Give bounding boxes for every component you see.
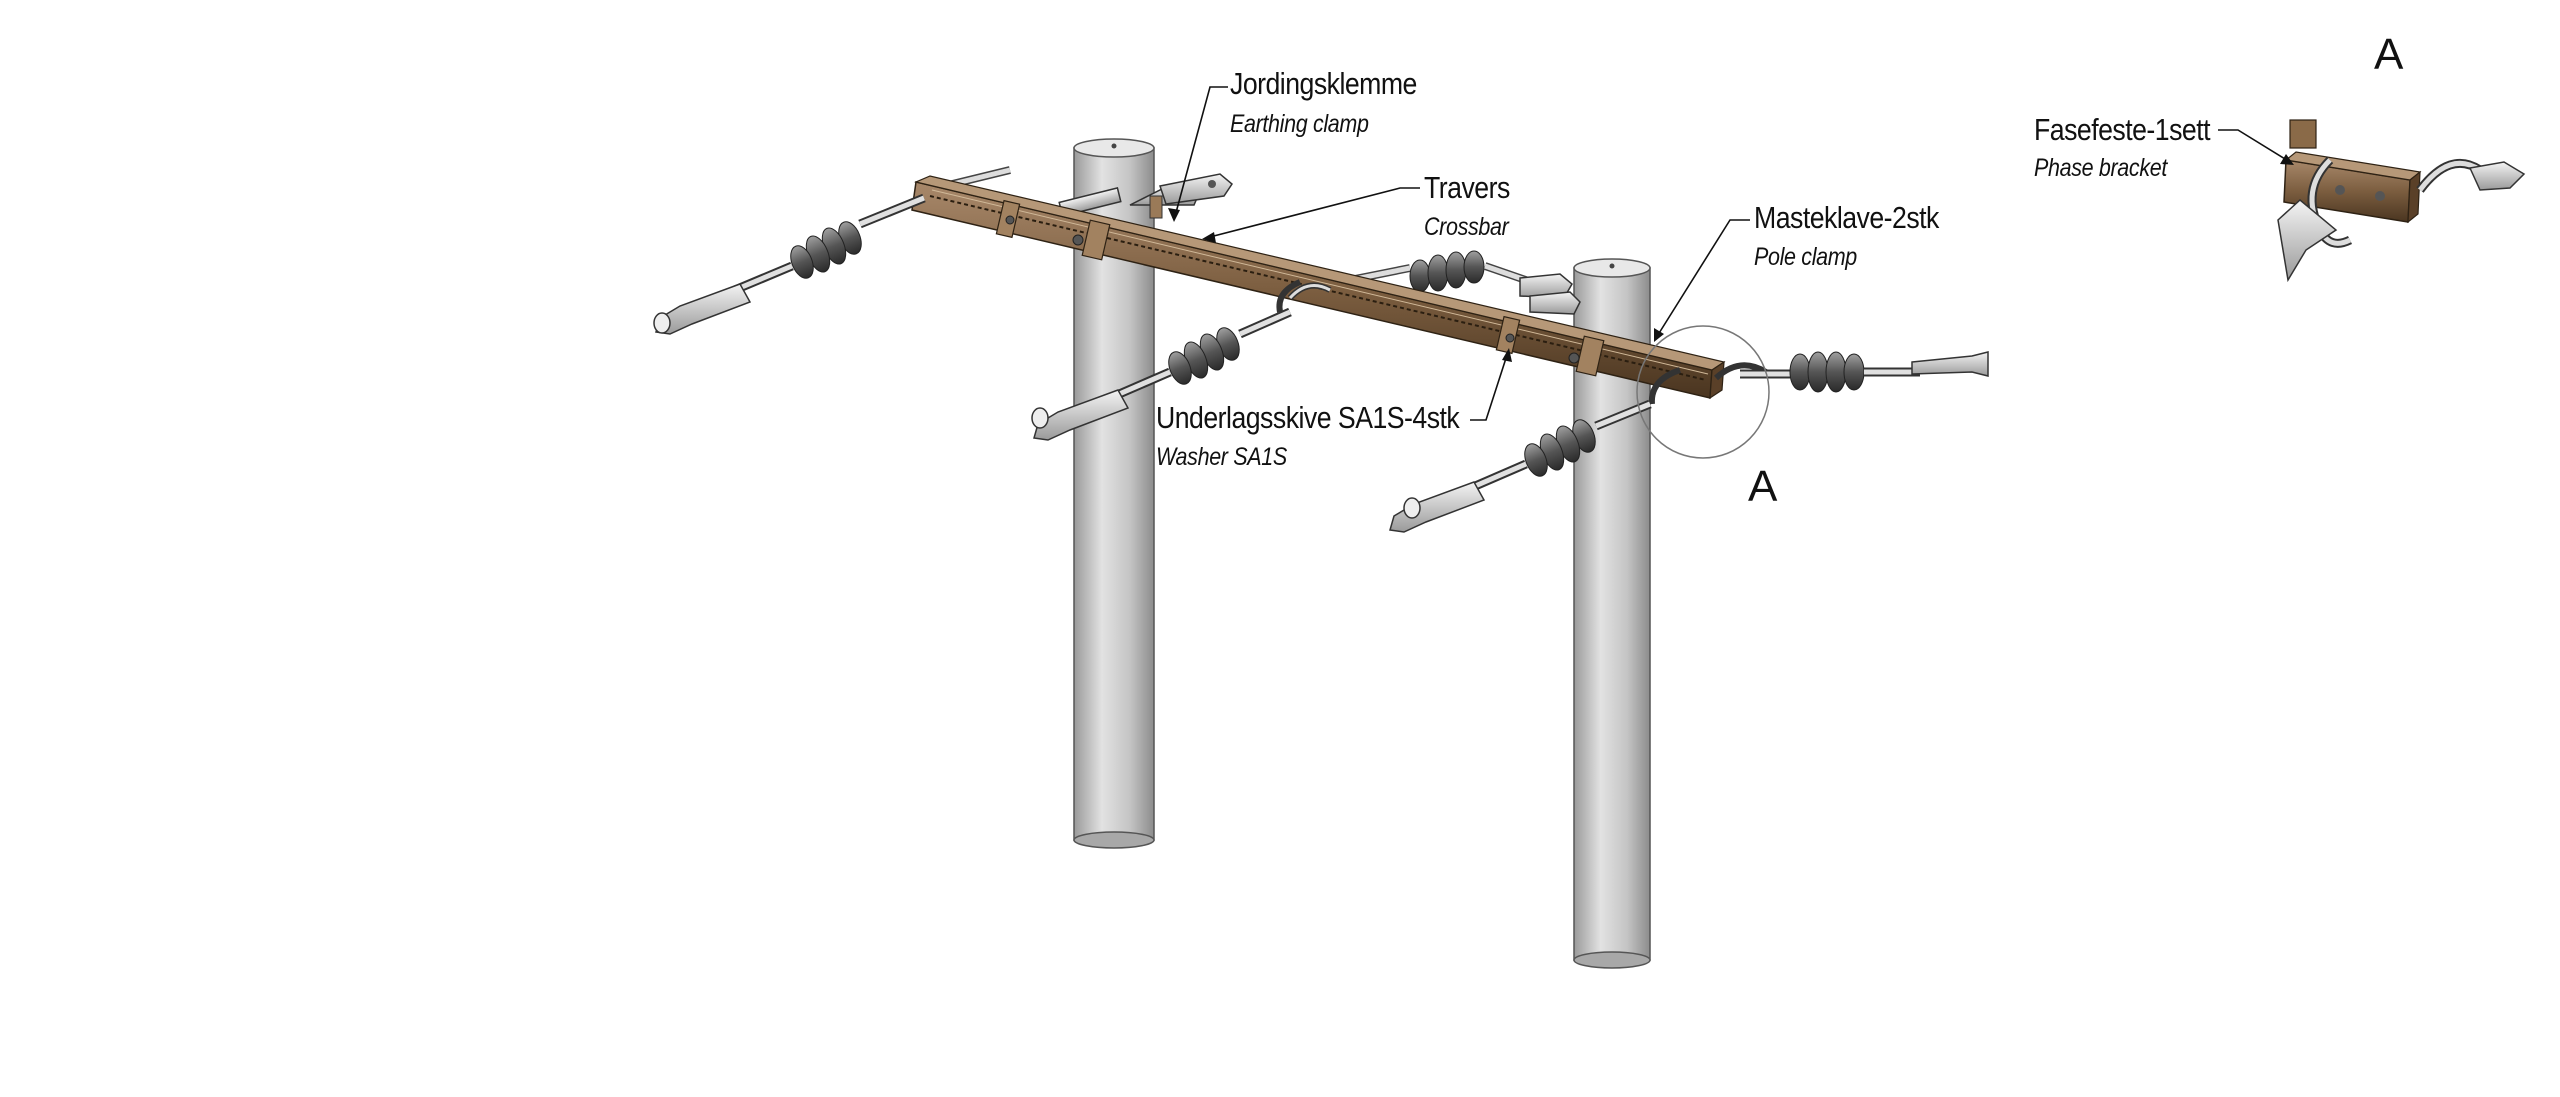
leader-pole-clamp <box>1655 219 1750 339</box>
arrow-phase-bracket <box>2280 154 2294 165</box>
insulator-string-right-front <box>1389 367 1682 533</box>
pole-clamp-sublabel: Pole clamp <box>1754 243 1857 271</box>
arrow-pole-clamp <box>1654 328 1664 342</box>
phase-bracket-label: Fasefeste-1sett <box>2034 112 2211 147</box>
pole-clamp-label: Masteklave-2stk <box>1754 200 1939 235</box>
insulator-string-far-right <box>1713 351 1989 393</box>
right-pole <box>1573 258 1651 969</box>
leader-washer <box>1470 351 1509 421</box>
mid-hardware <box>1287 282 1581 315</box>
washer-label: Underlagsskive SA1S-4stk <box>1156 400 1460 435</box>
phase-bracket-detail <box>2277 119 2526 283</box>
leader-lines <box>1168 86 2294 421</box>
leader-phase-bracket <box>2218 129 2291 163</box>
crossbar-label: Travers <box>1424 170 1510 205</box>
back-insulator-string-right <box>1299 250 1573 299</box>
insulator-string-left-front <box>1031 279 1302 441</box>
arrow-crossbar <box>1202 232 1216 243</box>
crossbar <box>911 175 1726 400</box>
detail-marker: A <box>1748 462 1778 511</box>
earthing-clamp-label: Jordingsklemme <box>1230 66 1417 101</box>
phase-bracket-sublabel: Phase bracket <box>2034 154 2167 182</box>
detail-title: A <box>2374 30 2404 79</box>
washer-sublabel: Washer SA1S <box>1156 443 1287 471</box>
insulator-string-far-left <box>653 193 926 335</box>
leader-earthing-clamp <box>1173 86 1228 221</box>
arrow-washer <box>1502 348 1512 362</box>
earthing-clamp-sublabel: Earthing clamp <box>1230 110 1369 138</box>
arrow-earthing-clamp <box>1168 208 1180 222</box>
leader-crossbar <box>1205 187 1420 239</box>
crossbar-sublabel: Crossbar <box>1424 213 1509 241</box>
earthing-clamp-hardware <box>1149 173 1233 219</box>
detail-a-circle <box>1636 325 1770 459</box>
